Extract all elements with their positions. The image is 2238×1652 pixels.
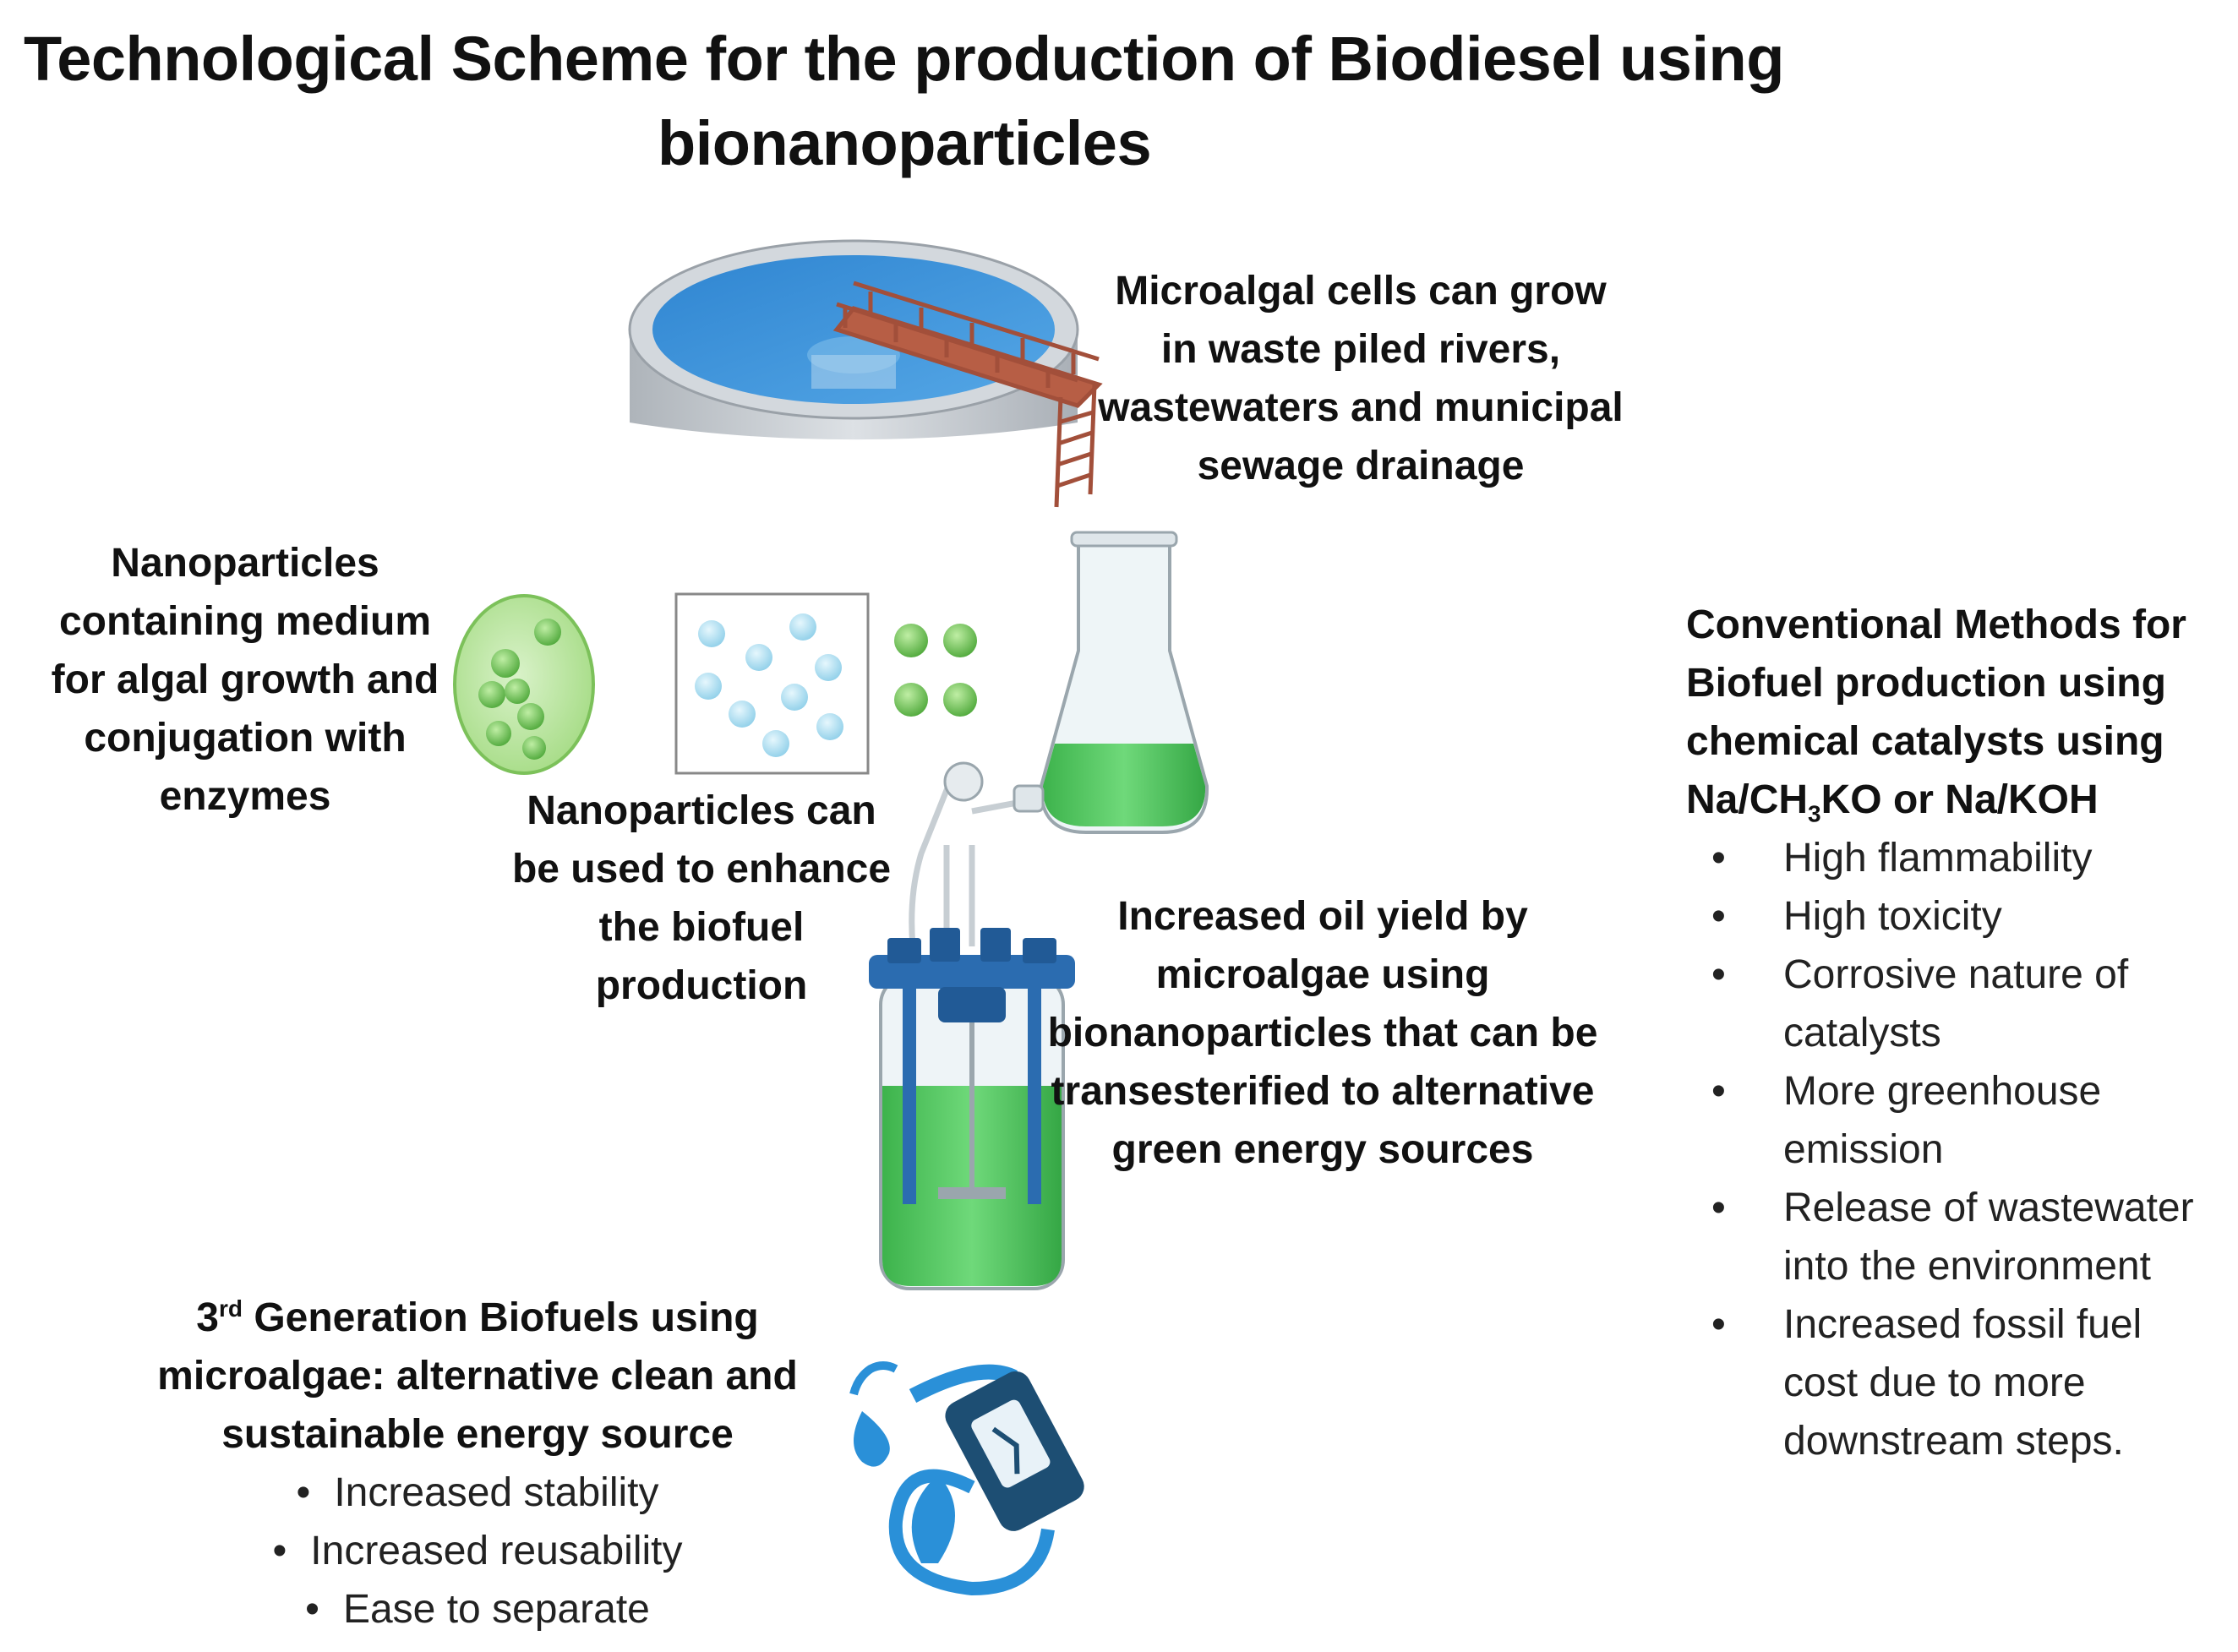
erlenmeyer-flask-icon [1039,531,1209,834]
text-line: microalgae using [1155,952,1490,997]
bullet: • [1711,1186,1726,1230]
heading-line: sustainable energy source [221,1412,734,1457]
list-item: • More greenhouse emission [1686,1062,2227,1179]
list-item: • Release of wastewater into the environme… [1686,1179,2227,1295]
nanoparticles-enhance-text: Nanoparticles can be used to enhance the… [490,782,913,1015]
list-item: • High flammability [1686,829,2227,887]
text-line: sewage drainage [1197,444,1525,488]
text-line: bionanoparticles that can be [1047,1011,1598,1055]
item-line: catalysts [1783,1011,1941,1055]
bullet: • [1711,1302,1726,1347]
text-line: production [595,963,808,1008]
list-item: • Corrosive nature of catalysts [1686,946,2227,1062]
item-line: High flammability [1783,836,2093,881]
text-line: enzymes [159,774,331,819]
title-line-2: bionanoparticles [658,108,1152,178]
biofuel-pump-icon [849,1361,1084,1596]
item-line: into the environment [1783,1244,2151,1289]
bullet: • [1711,894,1726,939]
ordinal-superscript: rd [218,1295,243,1322]
text-line: Nanoparticles can [527,788,876,833]
bullet: • [272,1529,287,1573]
generation-number: 3 [196,1295,219,1340]
conventional-heading: Conventional Methods for Biofuel product… [1686,596,2227,829]
text-line: be used to enhance [511,847,892,891]
text-line: transesterified to alternative [1051,1069,1595,1114]
heading-rest: Generation Biofuels using [242,1295,759,1340]
heading-line: microalgae: alternative clean and [157,1354,798,1398]
text-line: in waste piled rivers, [1160,327,1561,372]
bioreactor-icon [869,761,1075,1290]
list-item: • Ease to separate [127,1580,828,1638]
bullet: • [296,1470,311,1515]
item-line: High toxicity [1783,894,2002,939]
item-line: downstream steps. [1783,1419,2124,1464]
list-item: • Increased fossil fuel cost due to more do… [1686,1295,2227,1470]
title-line-1: Technological Scheme for the production … [24,24,1784,94]
third-gen-heading: 3rd Generation Biofuels using microalgae… [127,1289,828,1464]
formula-suffix: KO or Na/KOH [1820,777,2099,822]
oil-yield-text: Increased oil yield by microalgae using … [1023,887,1623,1179]
bullet: • [305,1587,319,1632]
formula-prefix: Na/CH [1686,777,1809,822]
heading-line: 3rd Generation Biofuels using [127,1289,828,1347]
bullet: • [1711,1069,1726,1114]
item-text: Ease to separate [342,1587,650,1632]
list-item: • High toxicity [1686,887,2227,946]
item-text: Increased stability [334,1470,659,1515]
microalgal-growth-text: Microalgal cells can grow in waste piled… [1048,262,1673,495]
catalyst-formula: Na/CH3KO or Na/KOH [1686,771,2227,829]
nanoparticle-box-icon [674,592,870,775]
conventional-drawbacks-list: • High flammability • High toxicity • Corro… [1686,829,2227,1470]
third-generation-panel: 3rd Generation Biofuels using microalgae… [127,1289,828,1638]
list-item: • Increased stability [127,1464,828,1522]
heading-line: Biofuel production using [1686,661,2166,706]
heading-line: chemical catalysts using [1686,719,2164,764]
item-line: cost due to more [1783,1360,2086,1405]
text-line: wastewaters and municipal [1098,385,1624,430]
text-line: conjugation with [84,716,407,761]
list-item: • Increased reusability [127,1522,828,1580]
text-line: Increased oil yield by [1117,894,1528,939]
text-line: for algal growth and [51,657,439,702]
bullet: • [1711,836,1726,881]
item-text: Increased reusability [310,1529,683,1573]
item-line: Release of wastewater [1783,1186,2194,1230]
text-line: containing medium [58,599,431,644]
formula-subscript: 3 [1808,800,1821,827]
heading-line: Conventional Methods for [1686,602,2186,647]
nanoparticles-medium-text: Nanoparticles containing medium for alga… [17,534,473,826]
text-line: Microalgal cells can grow [1115,269,1607,313]
algal-cell-icon [453,594,595,775]
text-line: the biofuel [598,905,805,950]
item-line: More greenhouse [1783,1069,2102,1114]
text-line: Nanoparticles [111,541,379,586]
conventional-methods-panel: Conventional Methods for Biofuel product… [1686,596,2227,1470]
algae-cells-icon [894,624,977,717]
third-gen-benefits-list: • Increased stability • Increased reusabil… [127,1464,828,1638]
treatment-tank-icon [628,239,1103,508]
bullet: • [1711,952,1726,997]
item-line: Increased fossil fuel [1783,1302,2142,1347]
text-line: green energy sources [1111,1127,1534,1172]
item-line: Corrosive nature of [1783,952,2129,997]
item-line: emission [1783,1127,1944,1172]
